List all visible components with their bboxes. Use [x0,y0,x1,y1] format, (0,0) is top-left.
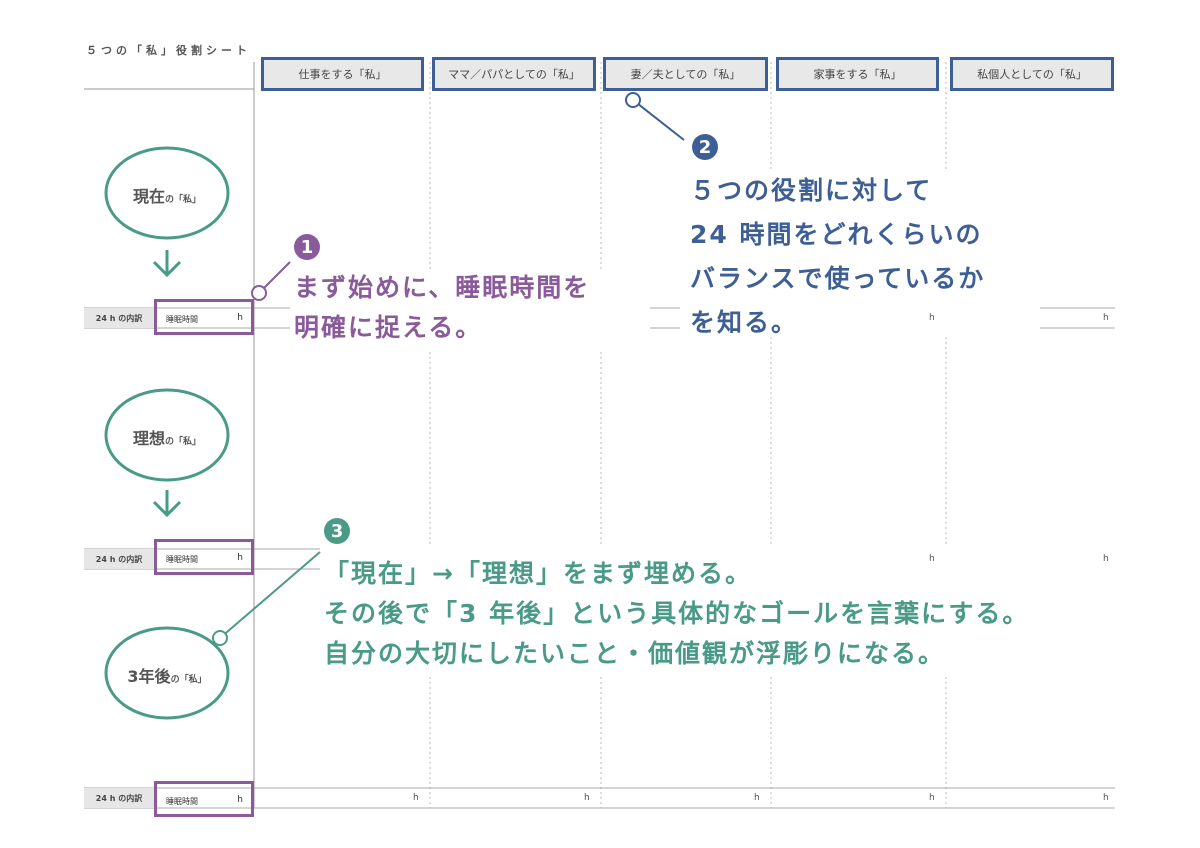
callout-line: 明確に捉える。 [294,313,483,342]
sheet-title: ５つの「私」役割シート [86,44,251,57]
callout-line: その後で「3 年後」という具体的なゴールを言葉にする。 [324,599,1030,628]
hour-unit: h [237,553,243,563]
hour-unit: h [237,313,243,323]
callout-2: ５つの役割に対して 24 時間をどれくらいの バランスで使っているか を知る。 [690,169,985,345]
role-header-parent: ママ／パパとしての「私」 [432,57,596,91]
hour-unit: h [1103,554,1109,564]
callout-number-2: 2 [692,134,718,160]
hour-unit: h [929,554,935,564]
callout-line: 24 時間をどれくらいの [690,220,983,249]
sleep-label: 睡眠時間 [166,315,198,324]
sleep-cell[interactable]: 睡眠時間 h [154,539,254,575]
hour-unit: h [929,313,935,323]
role-header-work: 仕事をする「私」 [261,57,424,91]
sleep-label: 睡眠時間 [166,797,198,806]
callout-line: 「現在」→「理想」をまず埋める。 [324,559,752,588]
hour-unit: h [754,793,760,803]
sleep-label: 睡眠時間 [166,555,198,564]
callout-number-3: 3 [324,518,350,544]
hour-unit: h [929,793,935,803]
role-header-spouse: 妻／夫としての「私」 [603,57,768,91]
callout-line: まず始めに、睡眠時間を [294,273,591,302]
callout-line: バランスで使っているか [690,264,986,293]
row-label: 24 h の内訳 [84,549,154,569]
callout-line: ５つの役割に対して [690,176,933,205]
hour-unit: h [584,793,590,803]
stage-current: 現在の「私」 [132,187,202,206]
hour-unit: h [413,793,419,803]
sleep-cell[interactable]: 睡眠時間 h [154,781,254,817]
callout-3: 「現在」→「理想」をまず埋める。 その後で「3 年後」という具体的なゴールを言葉… [324,554,1029,674]
role-header-personal: 私個人としての「私」 [950,57,1114,91]
callout-1: まず始めに、睡眠時間を 明確に捉える。 [294,268,590,348]
row-label: 24 h の内訳 [84,788,154,808]
stage-ideal: 理想の「私」 [132,429,202,448]
hour-unit: h [1103,793,1109,803]
hour-unit: h [1103,313,1109,323]
callout-number-1: 1 [294,234,320,260]
sleep-cell[interactable]: 睡眠時間 h [154,299,254,335]
row-label: 24 h の内訳 [84,308,154,328]
callout-line: 自分の大切にしたいこと・価値観が浮彫りになる。 [324,639,946,668]
stage-3years: 3年後の「私」 [127,667,207,686]
hour-unit: h [237,795,243,805]
role-header-housework: 家事をする「私」 [776,57,939,91]
callout-line: を知る。 [690,308,799,337]
